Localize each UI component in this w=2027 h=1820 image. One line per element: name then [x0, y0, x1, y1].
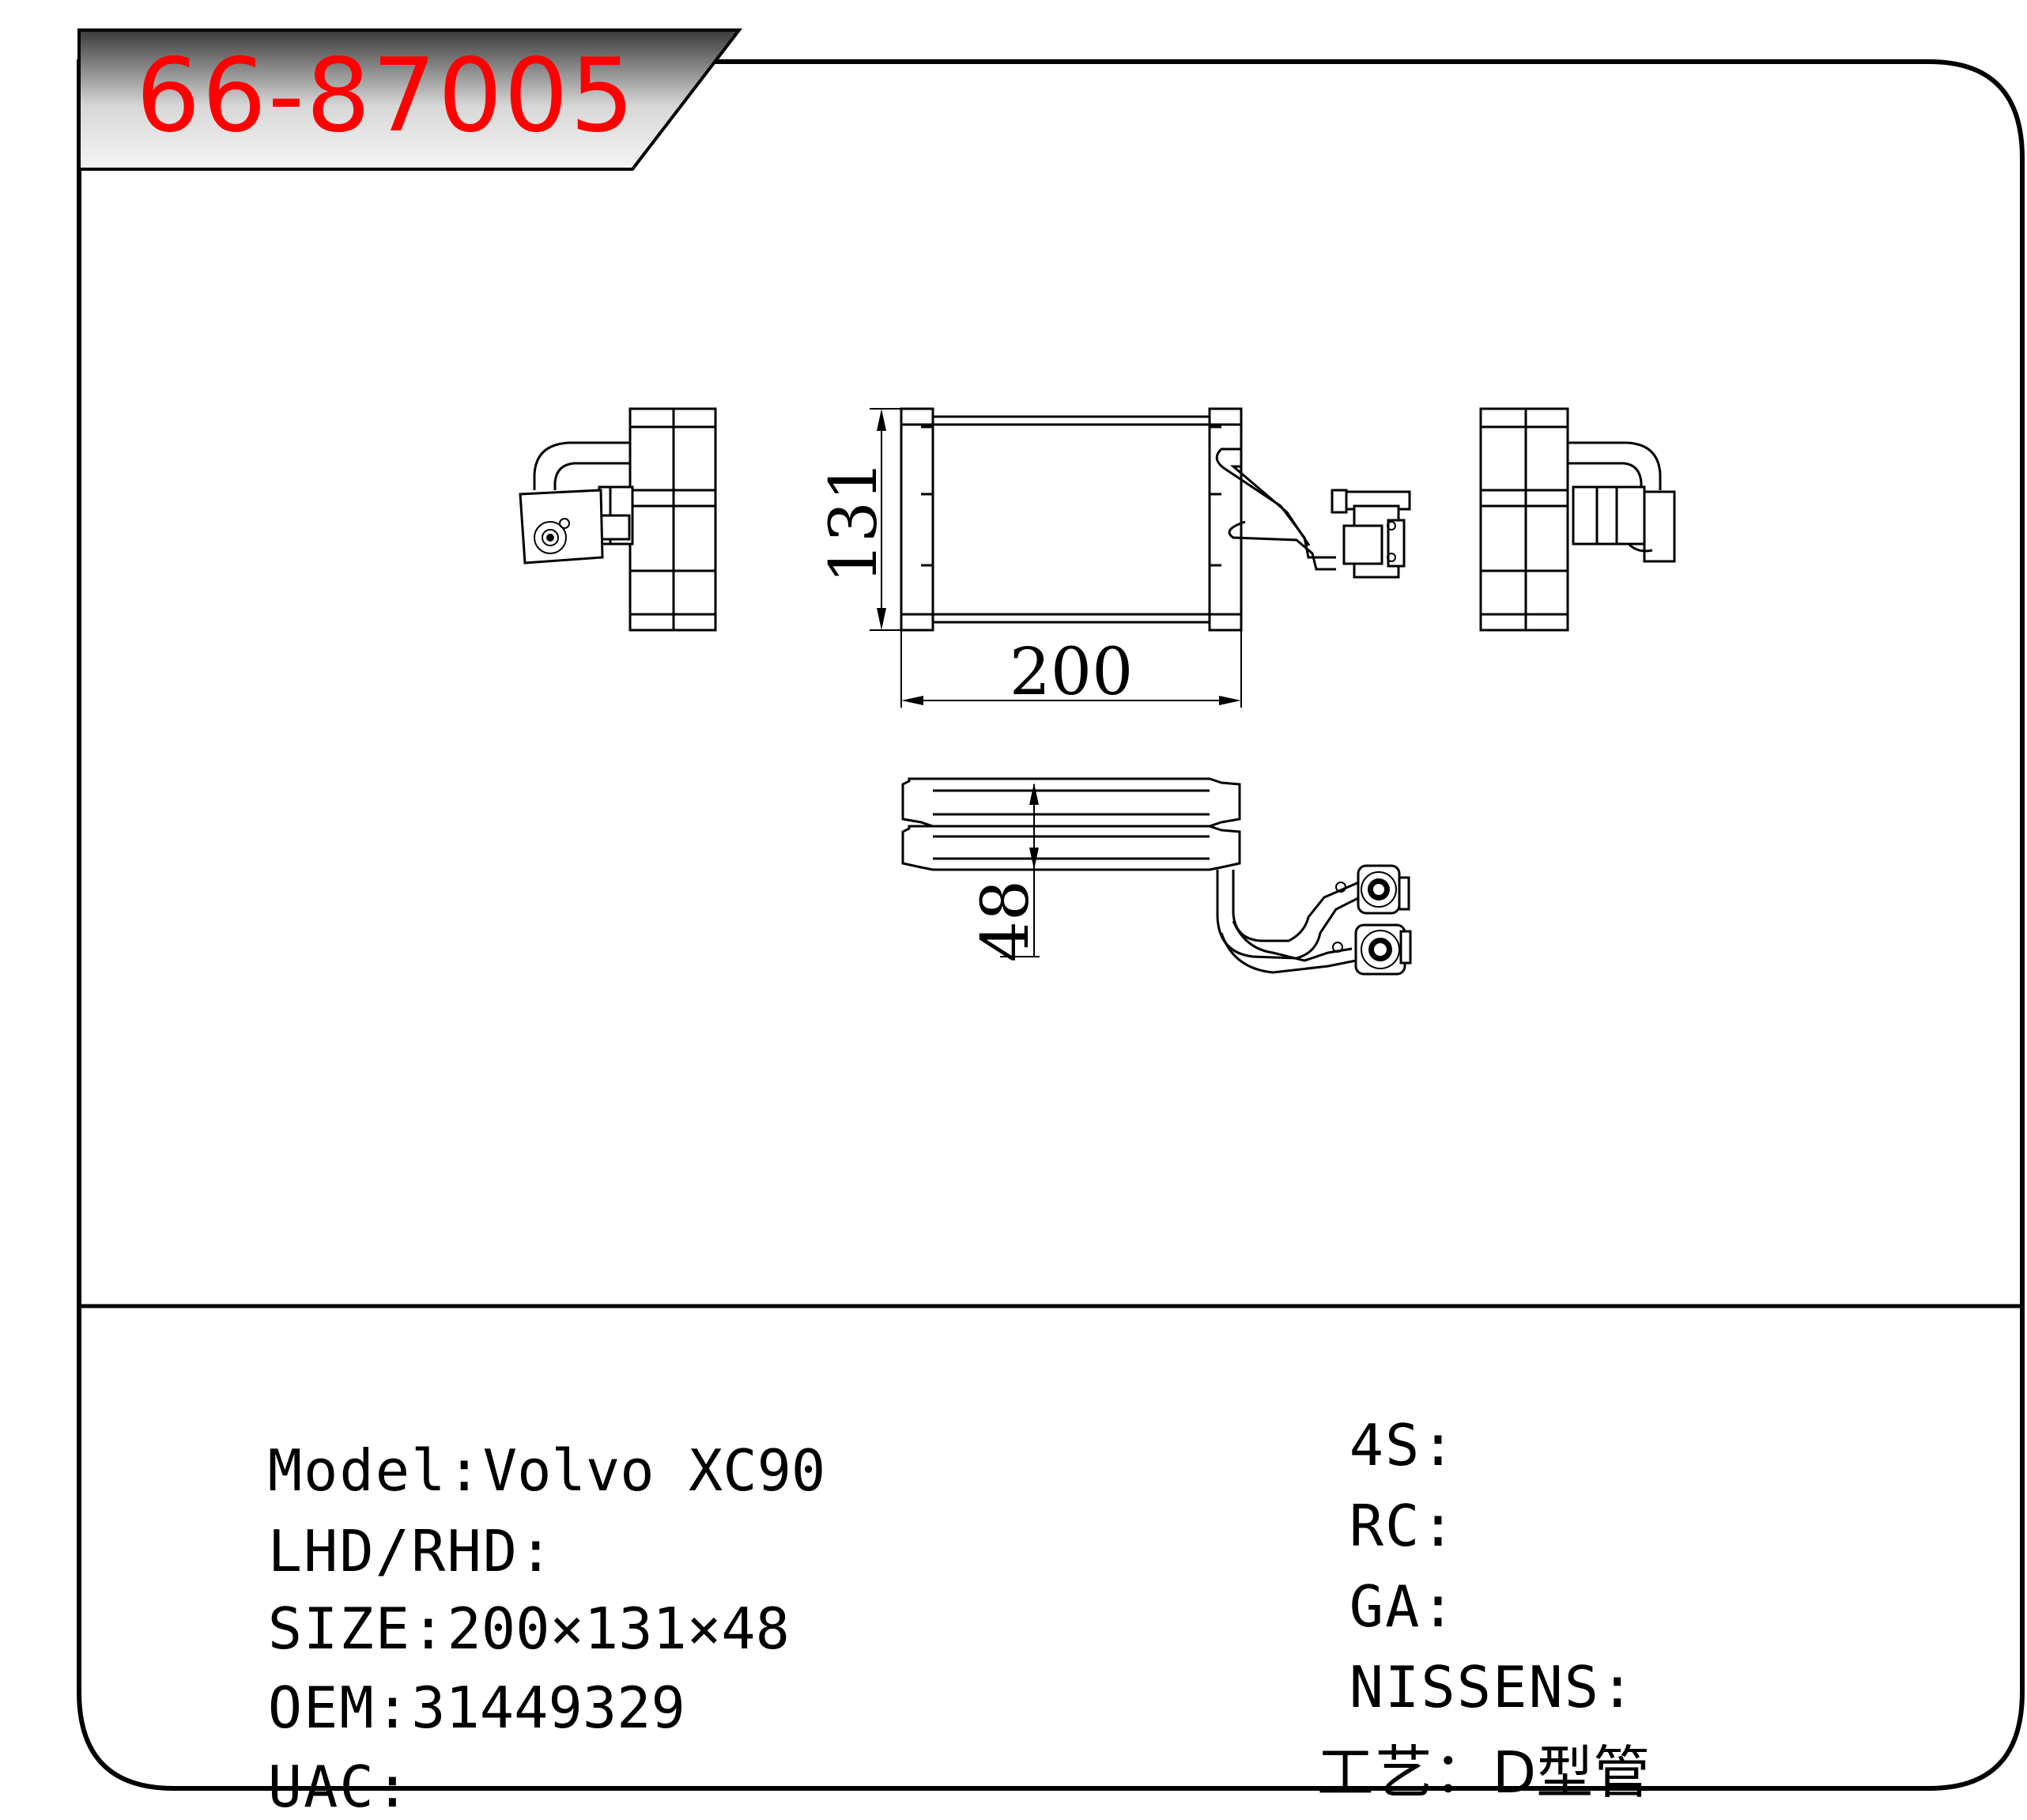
spec-model-label: Model: — [267, 1437, 483, 1504]
spec-process-value: D型管 — [1492, 1739, 1651, 1806]
width-dimension: 200 — [900, 630, 1242, 710]
right-side-view — [1479, 407, 1676, 632]
spec-model: Model:Volvo XC90 — [199, 1385, 826, 1499]
height-dimension: 131 — [817, 408, 901, 631]
spec-nissens: NISSENS: — [1281, 1602, 1636, 1716]
spec-model-value: Volvo XC90 — [482, 1437, 826, 1504]
top-view — [901, 777, 1412, 976]
spec-process: 工艺：D型管 — [1281, 1687, 1650, 1801]
height-label: 131 — [817, 460, 892, 584]
spec-oem-label: OEM: — [267, 1675, 412, 1741]
spec-rc: RC: — [1281, 1441, 1457, 1554]
spec-size-label: SIZE: — [267, 1595, 447, 1662]
title-tab — [77, 28, 743, 171]
spec-uac-label: UAC: — [267, 1754, 412, 1820]
spec-uac: UAC: — [199, 1701, 411, 1815]
spec-nissens-label: NISSENS: — [1349, 1654, 1636, 1720]
spec-size-value: 200×131×48 — [447, 1595, 790, 1662]
spec-oem-value: 31449329 — [411, 1675, 685, 1741]
spec-rc-label: RC: — [1349, 1493, 1457, 1559]
spec-ga: GA: — [1281, 1521, 1457, 1635]
depth-label: 48 — [968, 880, 1044, 962]
spec-size: SIZE:200×131×48 — [199, 1543, 790, 1657]
spec-oem: OEM:31449329 — [199, 1622, 685, 1736]
spec-process-label: 工艺： — [1316, 1739, 1493, 1806]
spec-lhd-rhd: LHD/RHD: — [199, 1466, 554, 1580]
spec-4s-label: 4S: — [1349, 1412, 1457, 1478]
spec-ga-label: GA: — [1349, 1573, 1457, 1640]
front-view — [900, 407, 1411, 632]
part-number-title: 66-87005 — [136, 37, 636, 155]
left-side-view — [519, 407, 717, 632]
width-label: 200 — [1010, 635, 1134, 710]
spec-4s: 4S: — [1281, 1360, 1457, 1474]
depth-dimension: 48 — [968, 783, 1044, 962]
outer-frame — [77, 59, 2025, 1791]
spec-lhd-rhd-label: LHD/RHD: — [267, 1518, 555, 1584]
